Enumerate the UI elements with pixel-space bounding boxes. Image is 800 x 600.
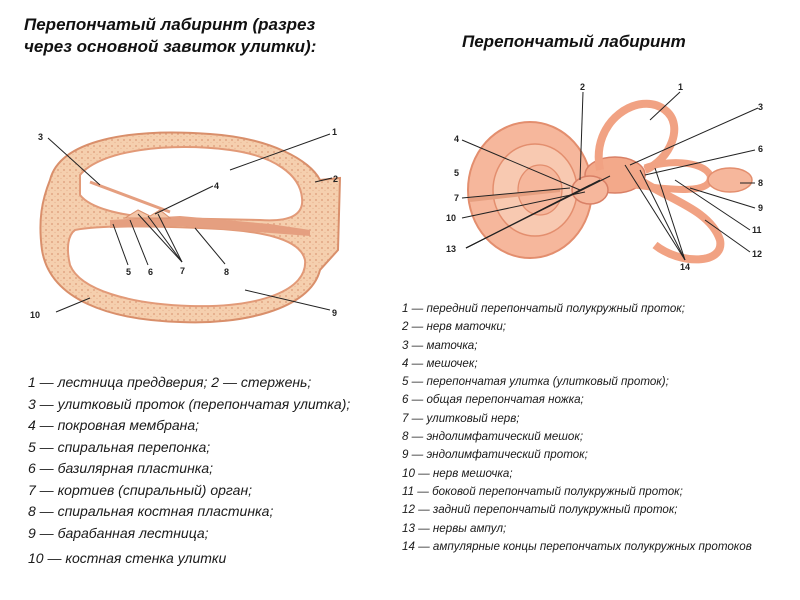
right-label-3: 3 — [758, 102, 763, 112]
left-legend-item: 1 — лестница преддверия; 2 — стержень; — [28, 372, 393, 394]
left-label-9: 9 — [332, 308, 337, 318]
left-legend-item: 7 — кортиев (спиральный) орган; — [28, 480, 393, 502]
right-legend-item: 5 — перепончатая улитка (улитковый прото… — [402, 373, 794, 391]
left-legend: 1 — лестница преддверия; 2 — стержень; 3… — [28, 372, 393, 570]
left-legend-item: 6 — базилярная пластинка; — [28, 458, 393, 480]
left-label-8: 8 — [224, 267, 229, 277]
right-label-11: 11 — [752, 225, 762, 235]
left-legend-item: 10 — костная стенка улитки — [28, 548, 393, 570]
right-label-10: 10 — [446, 213, 456, 223]
right-legend-item: 3 — маточка; — [402, 337, 794, 355]
left-legend-item: 8 — спиральная костная пластинка; — [28, 501, 393, 523]
right-legend-item: 13 — нервы ампул; — [402, 520, 794, 538]
right-label-9: 9 — [758, 203, 763, 213]
right-legend-item: 12 — задний перепончатый полукружный про… — [402, 501, 794, 519]
membranous-labyrinth-illustration: 1 2 3 4 5 6 7 8 9 10 11 12 13 14 — [440, 80, 780, 280]
right-label-12: 12 — [752, 249, 762, 259]
right-legend-item: 7 — улитковый нерв; — [402, 410, 794, 428]
left-label-7: 7 — [180, 266, 185, 276]
left-legend-item: 9 — барабанная лестница; — [28, 523, 393, 545]
right-label-8: 8 — [758, 178, 763, 188]
right-legend-item: 14 — ампулярные концы перепончатых полук… — [402, 538, 794, 556]
right-label-2: 2 — [580, 82, 585, 92]
right-label-5: 5 — [454, 168, 459, 178]
right-label-4: 4 — [454, 134, 459, 144]
right-legend-item: 10 — нерв мешочка; — [402, 465, 794, 483]
right-legend-item: 4 — мешочек; — [402, 355, 794, 373]
left-label-1: 1 — [332, 127, 337, 137]
left-label-6: 6 — [148, 267, 153, 277]
right-label-7: 7 — [454, 193, 459, 203]
left-label-5: 5 — [126, 267, 131, 277]
right-label-1: 1 — [678, 82, 683, 92]
lateral-duct-shape — [635, 163, 710, 190]
right-label-6: 6 — [758, 144, 763, 154]
right-figure-title: Перепончатый лабиринт — [462, 32, 686, 52]
right-label-14: 14 — [680, 262, 690, 272]
left-figure-title: Перепончатый лабиринт (разрез через осно… — [24, 14, 324, 58]
left-legend-item: 5 — спиральная перепонка; — [28, 437, 393, 459]
right-legend: 1 — передний перепончатый полукружный пр… — [402, 300, 794, 556]
left-label-4: 4 — [214, 181, 219, 191]
right-legend-item: 11 — боковой перепончатый полукружный пр… — [402, 483, 794, 501]
endolymphatic-sac-shape — [708, 168, 752, 192]
cochlea-section-illustration: 3 1 2 4 5 6 7 8 9 10 — [20, 120, 360, 330]
left-legend-item: 3 — улитковый проток (перепончатая улитк… — [28, 394, 393, 416]
left-label-10: 10 — [30, 310, 40, 320]
left-label-2: 2 — [333, 174, 338, 184]
right-legend-item: 8 — эндолимфатический мешок; — [402, 428, 794, 446]
right-legend-item: 2 — нерв маточки; — [402, 318, 794, 336]
right-legend-item: 6 — общая перепончатая ножка; — [402, 391, 794, 409]
left-legend-item: 4 — покровная мембрана; — [28, 415, 393, 437]
right-legend-item: 9 — эндолимфатический проток; — [402, 446, 794, 464]
right-legend-item: 1 — передний перепончатый полукружный пр… — [402, 300, 794, 318]
right-label-13: 13 — [446, 244, 456, 254]
left-label-3: 3 — [38, 132, 43, 142]
